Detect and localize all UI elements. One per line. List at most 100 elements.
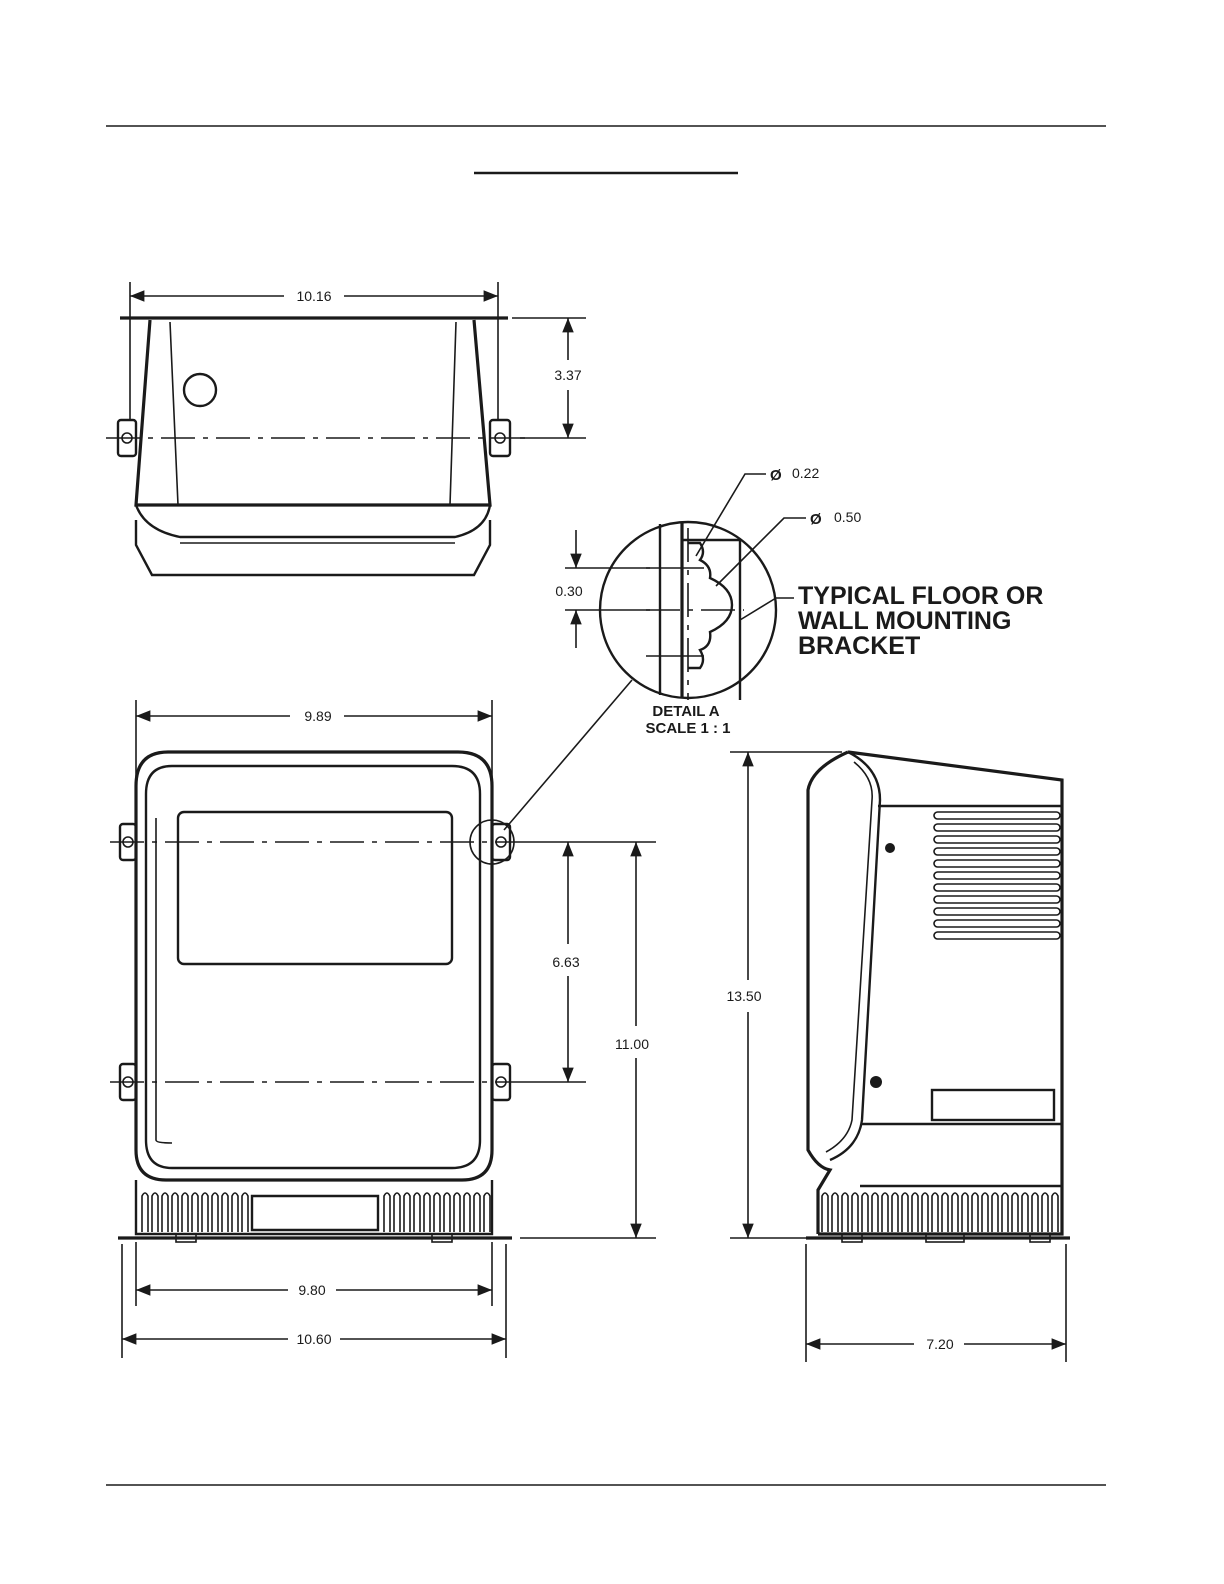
vent-fin (932, 1193, 938, 1232)
vent-fin (852, 1193, 858, 1232)
vent-fin (384, 1193, 390, 1232)
dim-side-depth: 7.20 (806, 1244, 1066, 1362)
vent-fin (1012, 1193, 1018, 1232)
dim-front-width-feet-label: 9.80 (298, 1282, 325, 1298)
vent-fin (182, 1193, 188, 1232)
vent-slot (934, 812, 1060, 819)
gland-hole-icon (184, 374, 216, 406)
vent-slot (934, 848, 1060, 855)
dim-front-width-overall: 10.60 (122, 1244, 506, 1358)
vent-fin (902, 1193, 908, 1232)
side-view (806, 752, 1070, 1242)
vent-fin (444, 1193, 450, 1232)
screw-icon (885, 843, 895, 853)
vent-slot (934, 824, 1060, 831)
vent-fin (832, 1193, 838, 1232)
dim-front-width-upper-label: 9.89 (304, 708, 331, 724)
vent-fin (1052, 1193, 1058, 1232)
dim-mount-spacing-label: 6.63 (552, 954, 579, 970)
vent-fin (1022, 1193, 1028, 1232)
display-window (178, 812, 452, 964)
detail-a-circle (600, 522, 776, 700)
vent-fin (982, 1193, 988, 1232)
dim-slot-height-label: 0.30 (555, 583, 582, 599)
front-view (110, 752, 520, 1242)
vent-fin (404, 1193, 410, 1232)
vent-fin (454, 1193, 460, 1232)
vent-fin (162, 1193, 168, 1232)
vent-fin (192, 1193, 198, 1232)
vent-slot (934, 932, 1060, 939)
detail-scale: SCALE 1 : 1 (645, 720, 730, 737)
vent-slot (934, 896, 1060, 903)
bracket-note-line1: TYPICAL FLOOR OR (798, 582, 1043, 610)
vent-fin (952, 1193, 958, 1232)
vent-slot (934, 908, 1060, 915)
vent-fin (962, 1193, 968, 1232)
vent-fin (212, 1193, 218, 1232)
vent-fin (862, 1193, 868, 1232)
dim-top-width-label: 10.16 (296, 288, 331, 304)
vent-fin (972, 1193, 978, 1232)
vent-fin (822, 1193, 828, 1232)
vent-fin (872, 1193, 878, 1232)
vent-fin (1002, 1193, 1008, 1232)
rating-label-plate (932, 1090, 1054, 1120)
dim-top-depth: 3.37 (512, 318, 586, 438)
vent-fin (882, 1193, 888, 1232)
vent-fin (394, 1193, 400, 1232)
dim-front-height: 11.00 (520, 842, 656, 1238)
vent-fin (222, 1193, 228, 1232)
vent-fin (1032, 1193, 1038, 1232)
detail-reference-leader (504, 680, 632, 830)
vent-slot (934, 836, 1060, 843)
bracket-note-line2: WALL MOUNTING (798, 607, 1011, 635)
vent-fin (414, 1193, 420, 1232)
bracket-note-line3: BRACKET (798, 632, 920, 660)
detail-label: DETAIL A (652, 703, 719, 720)
vent-fin (922, 1193, 928, 1232)
front-vent-fins-left (142, 1193, 248, 1232)
dim-front-height-label: 11.00 (615, 1036, 649, 1052)
dim-side-height-label: 13.50 (726, 988, 761, 1004)
hole-large-label: 0.50 (834, 509, 861, 525)
dim-front-width-feet: 9.80 (136, 1242, 492, 1306)
vent-slot (934, 860, 1060, 867)
side-vent-fins (822, 1193, 1058, 1232)
side-vent-slots (934, 812, 1060, 939)
dim-side-depth-label: 7.20 (926, 1336, 953, 1352)
dim-front-width-overall-label: 10.60 (296, 1331, 331, 1347)
dim-top-width: 10.16 (130, 282, 498, 420)
vent-slot (934, 872, 1060, 879)
vent-fin (232, 1193, 238, 1232)
vent-fin (992, 1193, 998, 1232)
vent-fin (1042, 1193, 1048, 1232)
vent-fin (434, 1193, 440, 1232)
vent-fin (142, 1193, 148, 1232)
leader-hole-large: Ø 0.50 (716, 509, 861, 586)
vent-fin (424, 1193, 430, 1232)
dim-side-height: 13.50 (726, 752, 842, 1238)
diameter-symbol-icon: Ø (770, 467, 782, 484)
vent-fin (484, 1193, 490, 1232)
vent-slot (934, 920, 1060, 927)
vent-fin (842, 1193, 848, 1232)
vent-fin (474, 1193, 480, 1232)
vent-fin (942, 1193, 948, 1232)
vent-fin (152, 1193, 158, 1232)
vent-fin (912, 1193, 918, 1232)
front-vent-fins-right (384, 1193, 490, 1232)
vent-fin (172, 1193, 178, 1232)
dim-top-depth-label: 3.37 (554, 367, 581, 383)
leader-bracket-note: TYPICAL FLOOR OR WALL MOUNTING BRACKET (740, 582, 1043, 660)
top-view (106, 318, 526, 575)
dim-front-width-upper: 9.89 (136, 700, 492, 800)
screw-icon (870, 1076, 882, 1088)
vent-fin (202, 1193, 208, 1232)
vent-fin (892, 1193, 898, 1232)
vent-fin (242, 1193, 248, 1232)
vent-fin (464, 1193, 470, 1232)
vent-slot (934, 884, 1060, 891)
hole-small-label: 0.22 (792, 465, 819, 481)
